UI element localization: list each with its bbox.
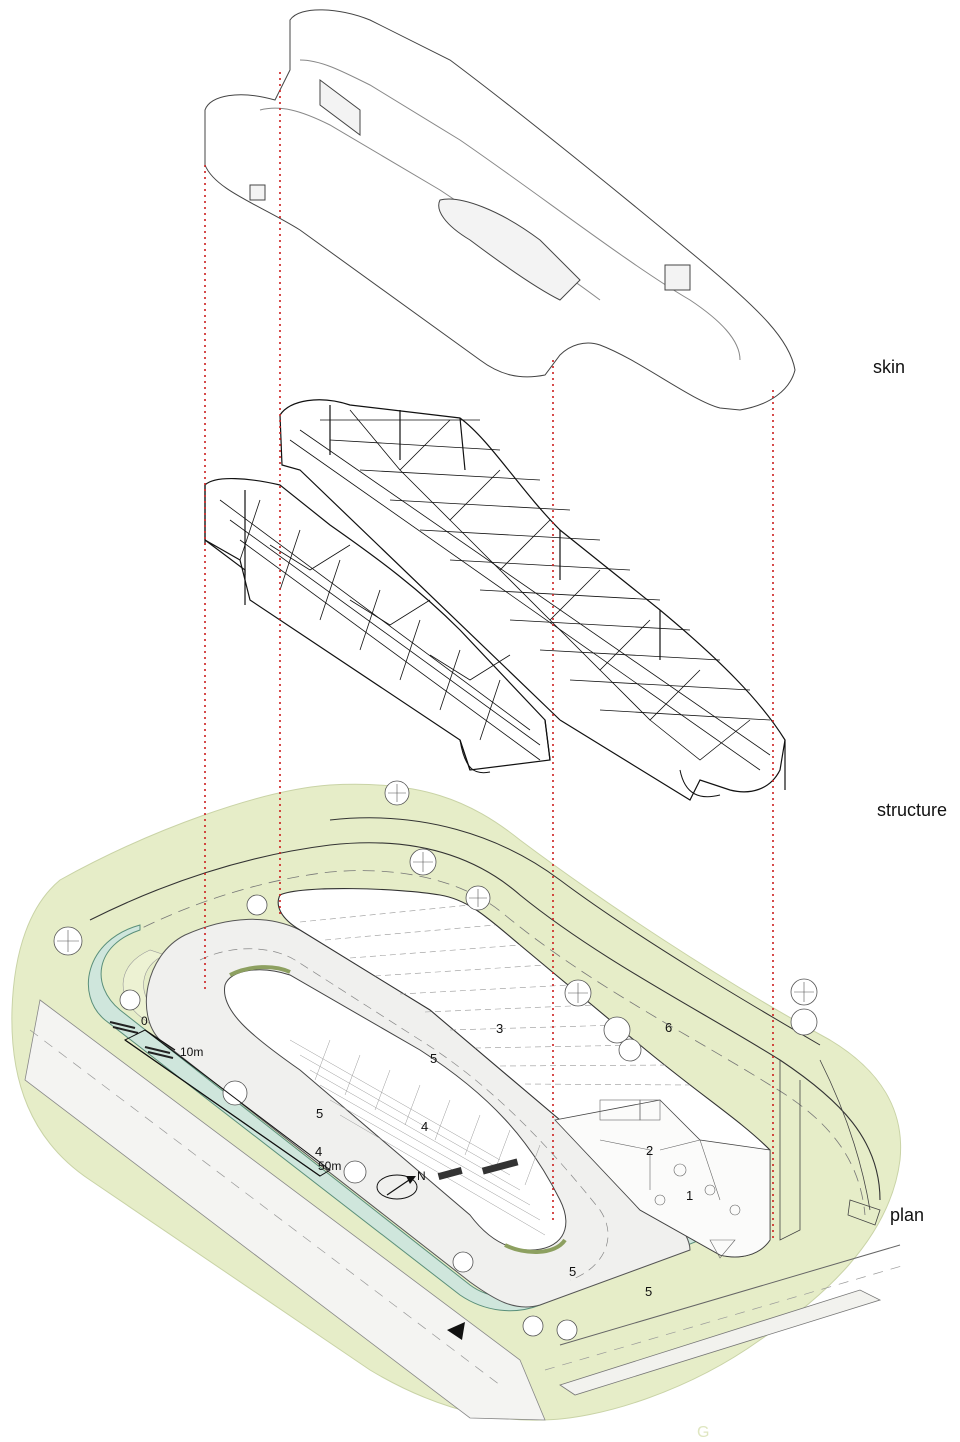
- north-arrow-icon: N: [376, 1169, 426, 1200]
- north-label: N: [417, 1169, 426, 1183]
- label-4-outer: 4: [315, 1144, 322, 1159]
- label-1: 1: [686, 1188, 693, 1203]
- scale-fifty: 50m: [318, 1159, 341, 1173]
- label-5-entry: 5: [569, 1264, 576, 1279]
- watermark-text: G: [697, 1424, 709, 1437]
- road-strip: [24, 999, 546, 1421]
- structure-layer: [204, 399, 786, 801]
- plan-layer: 1 2 3 4 4 5 5 5 5 6: [11, 780, 906, 1421]
- label-skin: skin: [873, 357, 906, 377]
- label-5-drive: 5: [430, 1051, 437, 1066]
- label-6: 6: [665, 1020, 672, 1035]
- label-4-inner: 4: [421, 1119, 428, 1134]
- entry-arrow-icon: [447, 1322, 465, 1340]
- label-5-parking: 5: [645, 1284, 652, 1299]
- scale-ten: 10m: [180, 1045, 203, 1059]
- label-structure: structure: [877, 800, 948, 820]
- skin-layer: [204, 9, 796, 411]
- label-5-loop: 5: [316, 1106, 323, 1121]
- label-plan: plan: [890, 1205, 925, 1225]
- inner-island: [223, 969, 567, 1251]
- scale-zero: 0: [141, 1014, 148, 1028]
- label-3: 3: [496, 1021, 503, 1036]
- label-2: 2: [646, 1143, 653, 1158]
- scale-bar: 0 10m 50m: [124, 1014, 341, 1177]
